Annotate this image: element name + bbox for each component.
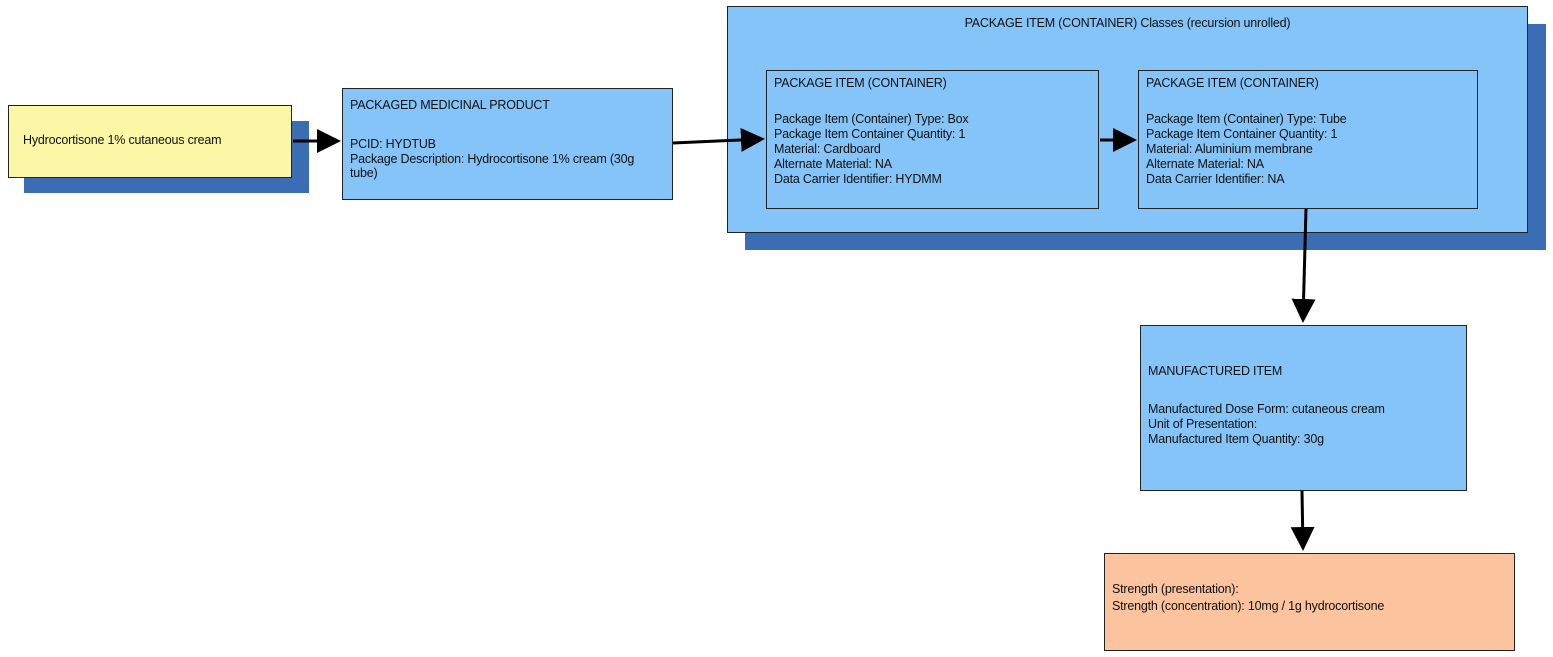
package-item-tube[interactable]: PACKAGE ITEM (CONTAINER) Package Item (C… [1138,70,1478,209]
packaged-medicinal-product-node[interactable]: PACKAGED MEDICINAL PRODUCT PCID: HYDTUB … [342,88,673,200]
package-item-line: Material: Cardboard [774,142,881,156]
strength-line: Strength (concentration): 10mg / 1g hydr… [1112,599,1385,613]
manufactured-item-line: Manufactured Dose Form: cutaneous cream [1148,402,1385,416]
pmp-pcid: PCID: HYDTUB [350,137,436,151]
arrow-tube-to-manufactured [1291,208,1316,323]
package-item-title: PACKAGE ITEM (CONTAINER) [1146,76,1319,90]
package-item-title: PACKAGE ITEM (CONTAINER) [774,76,947,90]
package-item-line: Data Carrier Identifier: HYDMM [774,172,942,186]
manufactured-item-title: MANUFACTURED ITEM [1148,364,1283,378]
pmp-description: Package Description: Hydrocortisone 1% c… [350,152,635,180]
manufactured-item-node[interactable]: MANUFACTURED ITEM Manufactured Dose Form… [1140,325,1467,491]
arrow-pmp-to-box [672,127,765,152]
container-group-title: PACKAGE ITEM (CONTAINER) Classes (recurs… [964,16,1291,30]
package-item-line: Package Item Container Quantity: 1 [1146,127,1338,141]
manufactured-item-line: Unit of Presentation: [1148,417,1258,431]
input-node-label: Hydrocortisone 1% cutaneous cream [23,133,222,147]
package-item-line: Data Carrier Identifier: NA [1146,172,1285,186]
package-item-line: Package Item (Container) Type: Box [774,112,969,126]
package-item-box[interactable]: PACKAGE ITEM (CONTAINER) Package Item (C… [766,70,1099,209]
strength-node[interactable]: Strength (presentation): Strength (conce… [1104,553,1515,651]
pmp-title: PACKAGED MEDICINAL PRODUCT [350,98,550,112]
package-item-line: Alternate Material: NA [1146,157,1264,171]
package-item-line: Material: Aluminium membrane [1146,142,1313,156]
input-node[interactable]: Hydrocortisone 1% cutaneous cream [8,105,292,178]
package-item-line: Package Item (Container) Type: Tube [1146,112,1347,126]
arrow-manufactured-to-strength [1290,490,1315,551]
package-item-line: Package Item Container Quantity: 1 [774,127,966,141]
strength-line: Strength (presentation): [1112,582,1239,596]
package-item-line: Alternate Material: NA [774,157,892,171]
manufactured-item-line: Manufactured Item Quantity: 30g [1148,432,1324,446]
